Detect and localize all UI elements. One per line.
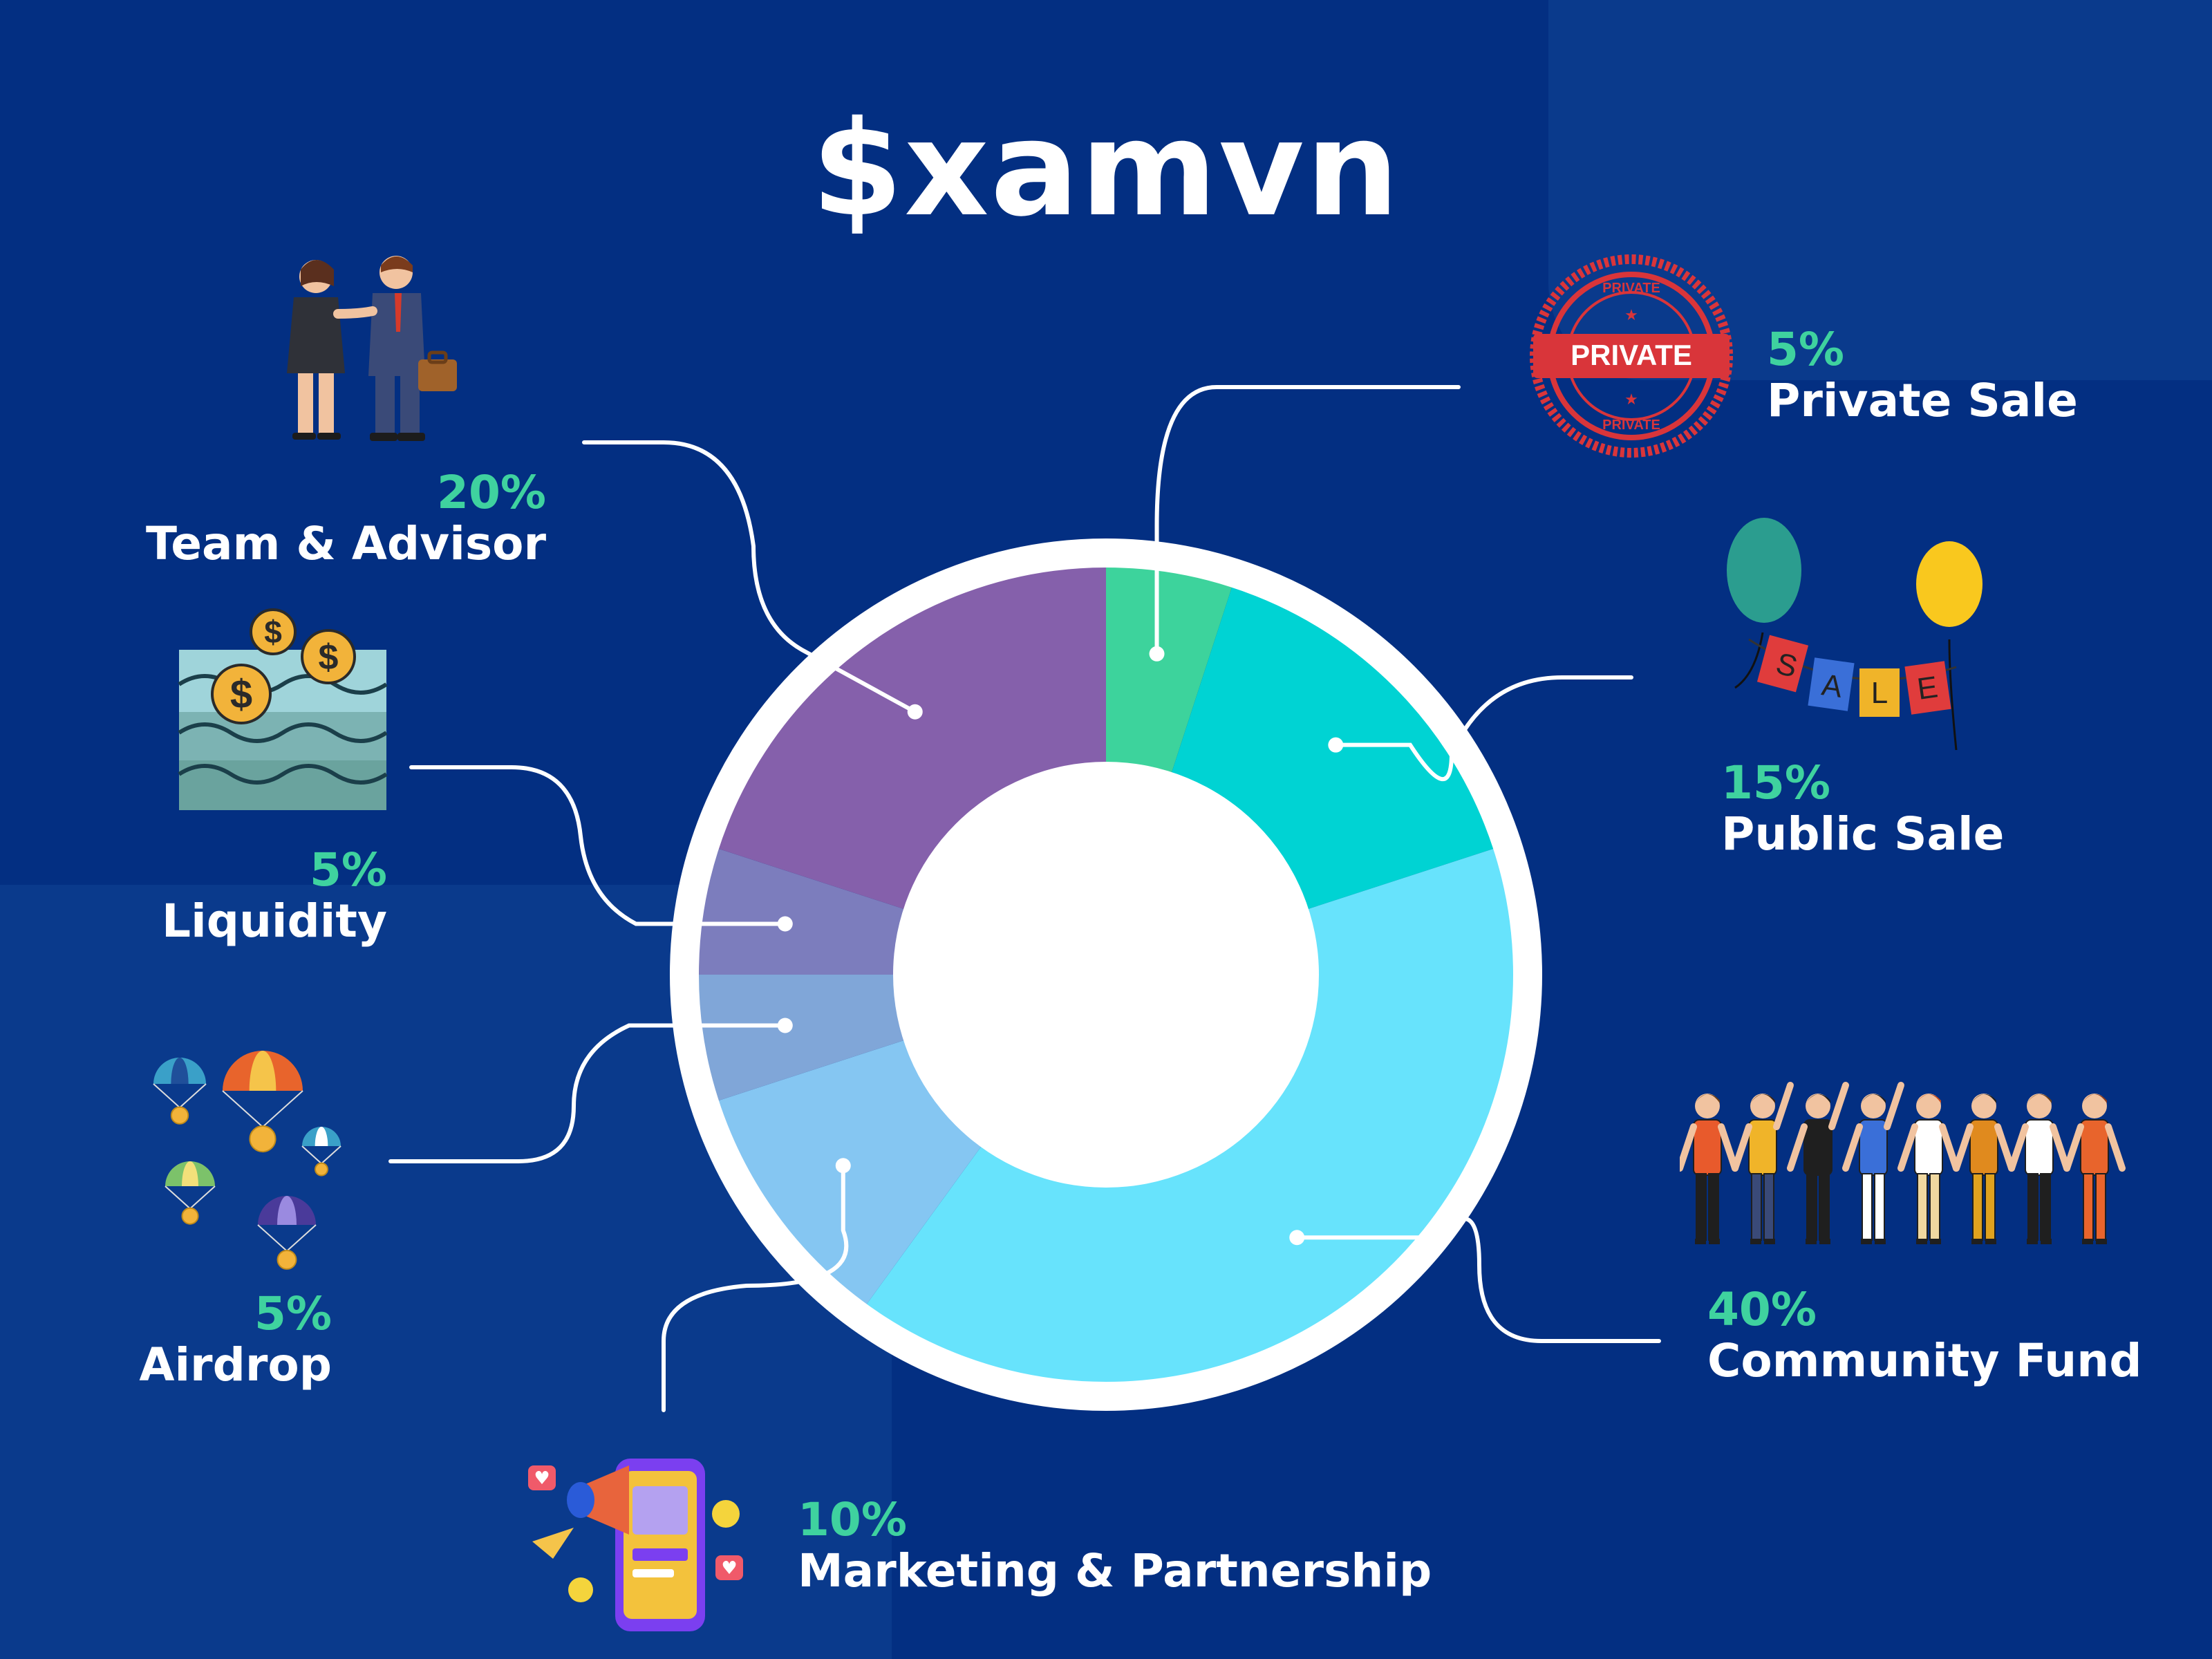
airdrop-percent: 5% (254, 1287, 332, 1340)
label-marketing: 10% Marketing & Partnership (798, 1497, 1432, 1594)
leader-line (1333, 675, 1633, 782)
label-public-sale: 15% Public Sale (1721, 760, 2004, 857)
parachute (165, 1161, 216, 1225)
public-sale-percent: 15% (1721, 756, 1830, 809)
private-sale-name: Private Sale (1767, 374, 2078, 427)
svg-text:★: ★ (1624, 391, 1638, 409)
leader-dot (1289, 1230, 1305, 1246)
people-holding-hands-icon (1680, 1082, 2126, 1244)
donut-ring (670, 538, 1542, 1411)
community-fund-percent: 40% (1707, 1283, 1817, 1336)
marketing-name: Marketing & Partnership (798, 1544, 1432, 1597)
leader-line (1295, 1216, 1661, 1343)
svg-text:♥: ♥ (721, 1558, 737, 1579)
leader-line (388, 1023, 787, 1163)
leader-line (409, 765, 787, 926)
person-figure (2063, 1094, 2126, 1244)
page-title: $xamvn (811, 93, 1401, 245)
svg-text:$: $ (319, 637, 339, 677)
leader-line (582, 440, 917, 714)
private-stamp-icon: PRIVATE PRIVATE PRIVATE ★ ★ (1530, 254, 1733, 458)
label-private-sale: 5% Private Sale (1767, 327, 2078, 424)
parachute (153, 1058, 207, 1125)
banner-letter-e: E (1915, 670, 1940, 706)
person-figure (1842, 1082, 1904, 1244)
leader-dot (1149, 646, 1165, 662)
person-figure (1680, 1094, 1738, 1244)
stamp-text: PRIVATE (1571, 339, 1692, 371)
community-fund-name: Community Fund (1707, 1334, 2142, 1387)
label-community-fund: 40% Community Fund (1707, 1287, 2141, 1384)
person-figure (2008, 1094, 2070, 1244)
leader-line (662, 1163, 849, 1412)
leader-line (1154, 385, 1461, 656)
banner-letter-l: L (1871, 676, 1888, 710)
leader-lines (388, 385, 1661, 1412)
person-figure (1953, 1094, 2015, 1244)
team-advisor-name: Team & Advisor (146, 517, 546, 570)
coins-in-water-icon: $ $ $ (178, 608, 388, 810)
person-figure (1787, 1082, 1849, 1244)
label-team-advisor: 20% Team & Advisor (104, 470, 546, 567)
donut-hole (893, 762, 1319, 1188)
private-sale-percent: 5% (1767, 323, 1845, 376)
parachute (301, 1127, 341, 1177)
leader-dot (1328, 737, 1344, 753)
person-figure (1897, 1094, 1960, 1244)
crypto-parachutes-icon (153, 1051, 341, 1270)
team-advisor-percent: 20% (437, 466, 546, 519)
label-airdrop: 5% Airdrop (104, 1291, 332, 1388)
svg-text:★: ★ (1624, 307, 1638, 324)
leader-dot (777, 1018, 793, 1033)
megaphone-phone-icon: ♥ ♥ (528, 1459, 743, 1631)
label-liquidity: 5% Liquidity (111, 847, 387, 944)
sale-balloons-icon: S A L E (1727, 518, 1983, 751)
leader-dot (835, 1158, 851, 1174)
bg-panel-top-right (1548, 0, 2212, 380)
svg-text:$: $ (264, 614, 282, 650)
marketing-percent: 10% (798, 1493, 907, 1546)
parachute (222, 1051, 303, 1153)
svg-text:$: $ (230, 672, 252, 717)
liquidity-percent: 5% (309, 843, 387, 897)
stamp-arc-bottom: PRIVATE (1602, 418, 1660, 433)
person-figure (1732, 1082, 1794, 1244)
leader-dot (777, 916, 793, 932)
stamp-arc-top: PRIVATE (1602, 281, 1660, 296)
public-sale-name: Public Sale (1721, 807, 2005, 861)
liquidity-name: Liquidity (162, 894, 387, 948)
business-handshake-icon (287, 256, 457, 441)
parachute (257, 1196, 317, 1270)
leader-dot (907, 704, 923, 720)
airdrop-name: Airdrop (139, 1338, 332, 1391)
svg-text:♥: ♥ (534, 1468, 550, 1489)
